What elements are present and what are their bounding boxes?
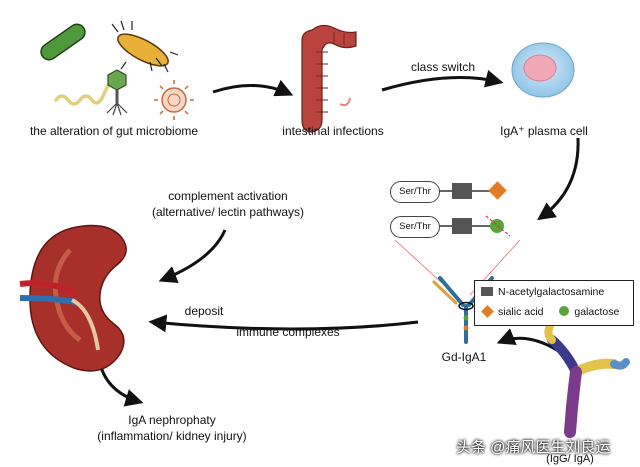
igg-iga-antibody-illustration: [544, 322, 630, 438]
rod-bacterium-icon: [40, 23, 86, 61]
legend-galactose: galactose: [574, 306, 620, 318]
label-immune-complexes: immune complexes: [236, 325, 340, 339]
spirochete-icon: [54, 80, 114, 106]
sialic-acid-diamond-1: [488, 181, 507, 200]
n-acetylgalactosamine-square-1: [452, 183, 472, 199]
label-complement-activation: complement activation: [168, 189, 288, 203]
label-plasma-cell: IgA⁺ plasma cell: [500, 124, 588, 138]
label-complement-pathways: (alternative/ lectin pathways): [151, 205, 305, 219]
arrow-infections-to-plasma-cell: [381, 69, 504, 92]
label-gd-iga1: Gd-IgA1: [441, 350, 487, 364]
label-class-switch: class switch: [410, 60, 475, 74]
arrow-plasma-cell-to-glycan: [537, 137, 580, 221]
watermark: 头条 @痛风医生刘良运: [456, 439, 611, 456]
kidney-illustration: [19, 224, 127, 372]
circle-icon: [559, 306, 570, 316]
label-deposit: deposit: [184, 304, 224, 318]
arrow-complement-to-kidney: [158, 229, 227, 284]
virus-icon: [154, 80, 194, 120]
ser-thr-pill-1: Ser/Thr: [390, 181, 440, 203]
legend-n-acetylgalactosamine: N-acetylgalactosamine: [498, 286, 605, 298]
glycan-legend: N-acetylgalactosamine sialic acid galact…: [474, 280, 634, 326]
n-acetylgalactosamine-square-2: [452, 218, 472, 234]
arrow-microbiome-to-infections: [212, 79, 294, 97]
galactose-circle: [490, 219, 504, 233]
microbes-illustration: [40, 20, 194, 120]
arrow-immune-complexes-to-kidney: [148, 314, 419, 333]
legend-sialic-acid: sialic acid: [498, 306, 544, 318]
flagellated-bacterium-icon: [111, 20, 179, 73]
label-intestinal-infections: intestinal infections: [282, 124, 384, 138]
legend-row-sialic-galactose: sialic acid galactose: [481, 305, 620, 318]
label-iga-nephropathy: IgA nephrophaty: [128, 413, 216, 427]
intestine-illustration: [301, 24, 357, 133]
ser-thr-pill-2: Ser/Thr: [390, 216, 440, 238]
legend-row-n-acetylgalactosamine: N-acetylgalactosamine: [481, 286, 604, 298]
label-nephropathy-detail: (inflammation/ kidney injury): [97, 429, 247, 443]
label-igg-iga: (IgG/ IgA): [546, 453, 594, 465]
square-icon: [481, 287, 493, 296]
label-gut-microbiome: the alteration of gut microbiome: [29, 124, 199, 138]
bacteriophage-icon: [106, 69, 128, 116]
plasma-cell-illustration: [511, 42, 575, 98]
diamond-icon: [481, 305, 494, 318]
